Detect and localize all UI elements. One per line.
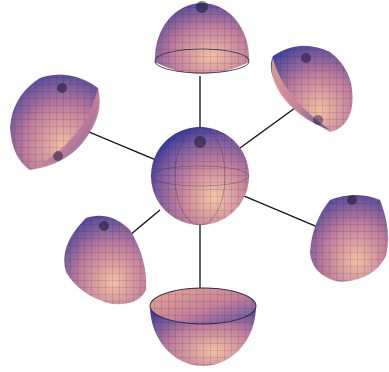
hemisphere-right (310, 195, 388, 282)
hemisphere-upper-right (271, 46, 353, 132)
connector-right (244, 196, 320, 228)
central-sphere (151, 127, 249, 225)
hemisphere-lower-left (64, 216, 146, 305)
hemisphere-upper-left (10, 75, 100, 170)
hemisphere-bottom (150, 288, 256, 366)
hemisphere-top (155, 1, 249, 74)
